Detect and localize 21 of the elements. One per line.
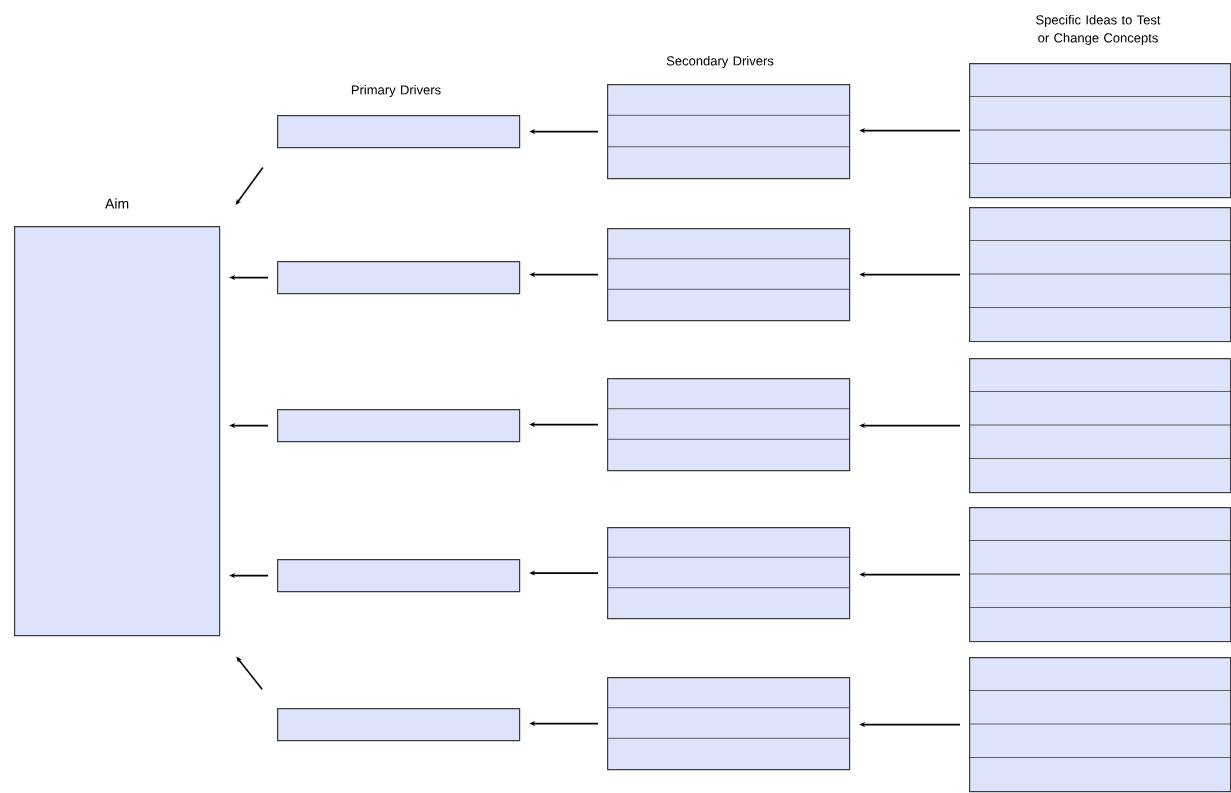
driver-box <box>277 708 521 742</box>
cell-stack <box>968 507 1231 643</box>
driver-box <box>277 115 521 149</box>
column-heading: Secondary Drivers <box>666 55 774 69</box>
node-label: Aim <box>105 198 129 209</box>
column-heading: Specific Ideas to Test or Change Concepts <box>1036 14 1161 46</box>
cell-stack <box>968 358 1231 494</box>
column-heading: Primary Drivers <box>351 84 441 98</box>
driver-box <box>277 559 521 593</box>
driver-box <box>277 409 521 443</box>
cell-stack <box>606 228 851 322</box>
cell-stack <box>606 84 851 180</box>
arrow <box>235 166 264 205</box>
cell-stack <box>968 63 1231 199</box>
cell-stack <box>606 677 851 771</box>
cell-stack <box>968 207 1231 343</box>
cell-stack <box>606 378 851 472</box>
driver-box <box>277 261 521 295</box>
aim-box: Aim <box>14 198 221 637</box>
cell-stack <box>606 527 851 620</box>
cell-stack <box>968 657 1231 793</box>
